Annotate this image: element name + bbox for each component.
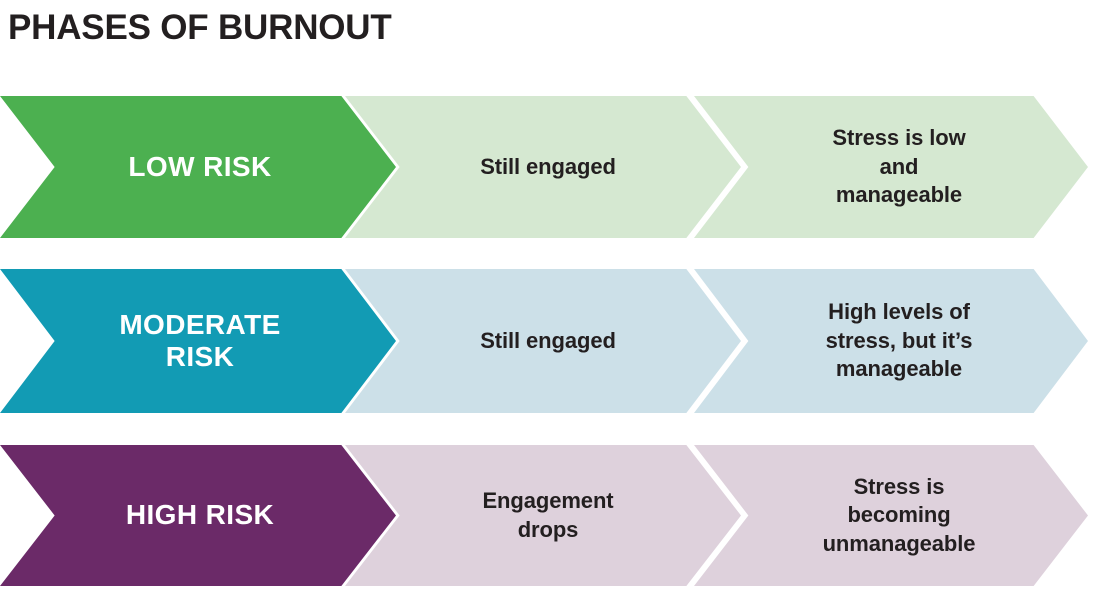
chevron-label-text: LOW RISK [128,150,272,182]
chevron-label-text: Still engaged [480,153,616,179]
chevron-low-risk-stress: Stress is low and manageable [694,96,1088,238]
chevron-low-risk-label: LOW RISK [0,96,396,238]
chevron-label-text: HIGH RISK [125,499,275,531]
chevron-label-text: Stress is low and manageable [832,125,966,208]
chevron-high-risk-engagement: Engagement drops [345,445,741,586]
chevron-label-text: High levels of stress, but it’s manageab… [825,299,973,382]
chevron-high-risk-stress: Stress is becoming unmanageable [694,445,1088,586]
chevron-label-text: Engagement drops [482,487,614,542]
phase-row-high-risk: HIGH RISK Engagement drops Stress is bec… [0,445,1106,586]
phase-row-moderate-risk: MODERATE RISK Still engaged High levels … [0,269,1106,413]
chevron-low-risk-engagement: Still engaged [345,96,741,238]
chevron-moderate-risk-stress: High levels of stress, but it’s manageab… [694,269,1088,413]
chevron-high-risk-label: HIGH RISK [0,445,396,586]
chevron-label-text: Stress is becoming unmanageable [822,473,976,556]
phase-row-low-risk: LOW RISK Still engaged Stress is low and… [0,96,1106,238]
chevron-moderate-risk-engagement: Still engaged [345,269,741,413]
chevron-label-text: Still engaged [480,327,616,353]
chevron-label-text: MODERATE RISK [119,308,281,372]
chevron-moderate-risk-label: MODERATE RISK [0,269,396,413]
page-title: PHASES OF BURNOUT [8,8,392,47]
